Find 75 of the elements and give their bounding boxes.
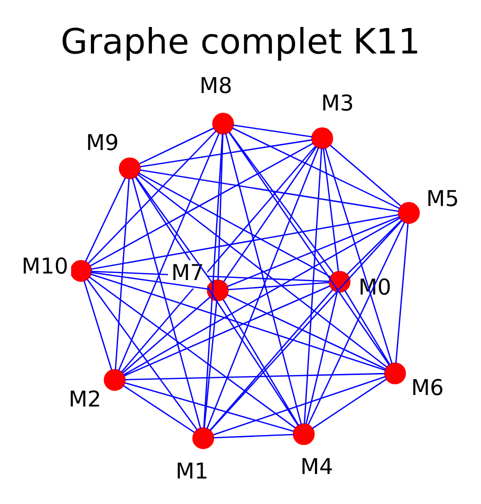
connector: [135, 176, 213, 283]
connector: [140, 169, 400, 212]
connector: [346, 220, 402, 275]
connector: [222, 146, 318, 283]
connector: [86, 278, 198, 430]
connector: [224, 133, 302, 425]
node-label: M10: [22, 254, 68, 280]
diagram-title: Graphe complet K11: [60, 22, 420, 62]
connector: [312, 378, 387, 430]
connector: [222, 299, 300, 426]
connector: [228, 132, 334, 274]
connector: [228, 132, 390, 366]
connector: [118, 132, 220, 372]
connector: [138, 172, 331, 278]
node-label: M3: [321, 92, 354, 117]
connector: [210, 220, 402, 432]
node-circle: [212, 112, 234, 135]
connector: [213, 434, 294, 438]
node-circle: [311, 127, 334, 150]
connector: [203, 134, 224, 428]
connector: [228, 282, 330, 290]
connector: [132, 178, 202, 429]
connector: [121, 146, 316, 372]
connector: [232, 124, 312, 138]
connector: [308, 222, 406, 425]
connector: [232, 128, 400, 210]
connector: [213, 376, 386, 436]
connector: [88, 130, 217, 264]
connector: [124, 382, 294, 432]
connector: [140, 139, 312, 168]
connector: [122, 296, 210, 374]
connector: [90, 273, 386, 371]
connector: [139, 128, 214, 164]
connector: [322, 148, 339, 272]
connector: [304, 148, 322, 424]
connector: [344, 290, 390, 366]
node-circle: [192, 427, 214, 450]
node-label: M2: [68, 387, 102, 412]
connector: [204, 300, 218, 428]
node-circle: [328, 270, 350, 293]
connector: [330, 144, 402, 206]
node-label: M7: [171, 260, 204, 286]
connector: [395, 223, 409, 364]
connector: [89, 276, 296, 428]
connector: [227, 294, 386, 370]
connector: [122, 384, 195, 433]
connector: [217, 134, 224, 280]
connector: [227, 216, 400, 288]
node-circle: [104, 369, 126, 391]
connector: [135, 177, 299, 426]
node-circle: [206, 279, 229, 302]
connector: [324, 148, 393, 364]
connector: [138, 174, 388, 368]
node-circle: [398, 202, 420, 224]
node-label: M9: [86, 130, 119, 156]
node-label: M8: [200, 74, 232, 100]
connector: [90, 142, 314, 266]
connector: [91, 214, 399, 270]
connector: [306, 292, 338, 424]
node-label: M4: [300, 454, 334, 480]
connector: [83, 280, 112, 370]
connector: [84, 178, 126, 262]
node-circle: [70, 260, 92, 282]
node-label: M5: [426, 186, 459, 212]
connector: [124, 218, 400, 376]
node-circle: [292, 423, 315, 446]
connector: [90, 272, 208, 290]
node-circle: [118, 157, 141, 180]
node-label: M6: [411, 376, 444, 401]
connector: [114, 178, 130, 370]
connector: [210, 288, 334, 431]
node-circle: [384, 362, 406, 384]
connector: [124, 285, 330, 376]
node-label: M1: [176, 459, 208, 484]
connector: [124, 372, 385, 380]
